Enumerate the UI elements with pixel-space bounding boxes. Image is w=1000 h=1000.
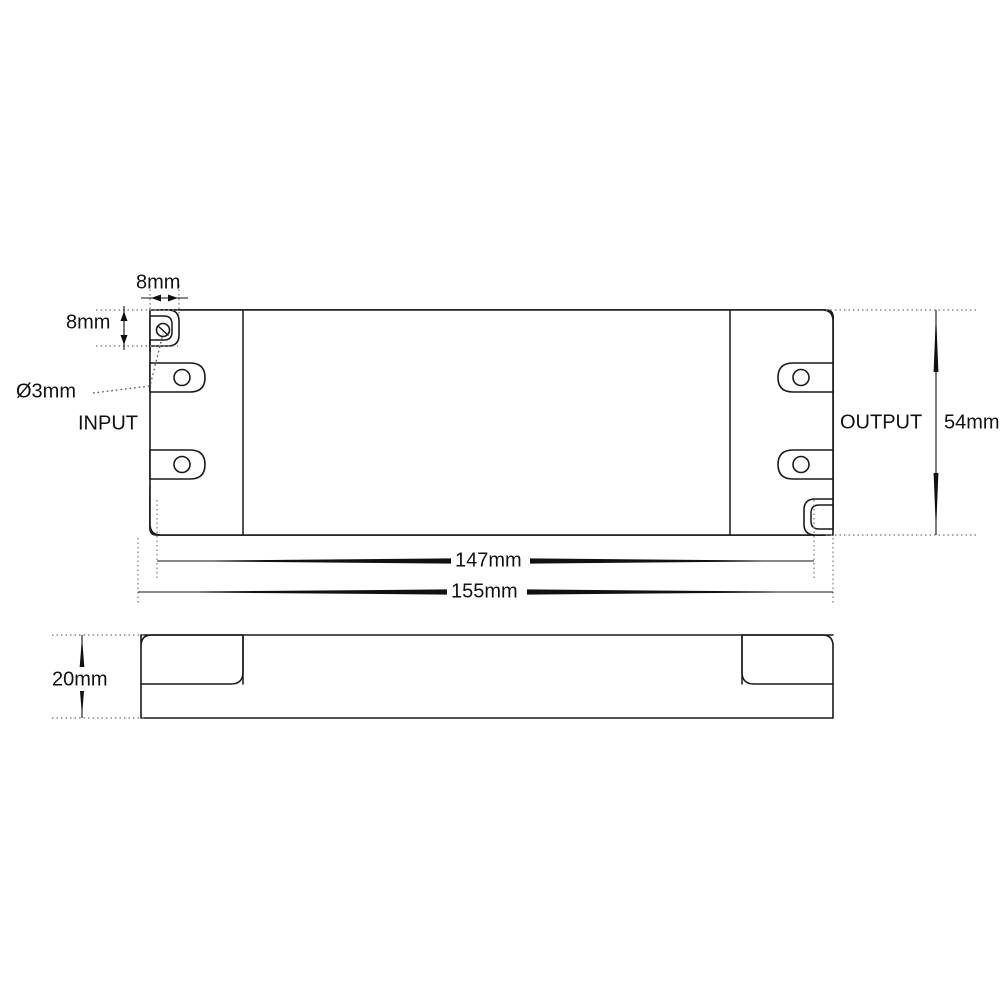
body-length-label: 147mm bbox=[455, 549, 522, 571]
overall-length-label-backdrop bbox=[447, 579, 527, 605]
notch-height-label: 8mm bbox=[66, 311, 110, 333]
bottom-right-notch bbox=[803, 498, 834, 536]
right-mounting-tab-2-hole bbox=[792, 455, 810, 474]
top-left-hole-crosshair bbox=[157, 325, 169, 336]
left-mounting-tab-1-hole bbox=[173, 368, 191, 387]
body-length-taper-right bbox=[530, 558, 814, 564]
body-width-taper-bottom bbox=[933, 473, 939, 533]
dim-body-length: 147mm bbox=[156, 500, 815, 578]
notch-height-arrow-top bbox=[120, 311, 128, 321]
notch-width-label: 8mm bbox=[136, 271, 180, 293]
dim-body-height: 20mm bbox=[47, 634, 146, 719]
overall-length-taper-left bbox=[138, 589, 447, 595]
hole-diameter-leader bbox=[92, 333, 164, 394]
body-width-taper-top bbox=[933, 312, 939, 372]
top-left-notch-slot bbox=[149, 315, 173, 341]
dim-notch-width: 8mm bbox=[136, 271, 188, 315]
right-mounting-tab-1-hole bbox=[792, 368, 810, 387]
body-height-taper-top bbox=[79, 637, 85, 668]
body-length-taper-left bbox=[157, 558, 451, 564]
body-height-taper-bottom bbox=[79, 686, 85, 716]
input-label: INPUT bbox=[78, 412, 138, 434]
dim-notch-height: 8mm bbox=[66, 306, 178, 350]
left-mounting-tab-2-hole bbox=[173, 455, 191, 474]
dim-hole-diameter: Ø3mm bbox=[16, 333, 164, 402]
top-view-group bbox=[149, 309, 834, 536]
overall-length-label: 155mm bbox=[451, 580, 518, 602]
output-label: OUTPUT bbox=[840, 411, 922, 433]
enclosure-side-outline bbox=[140, 634, 834, 719]
body-width-label: 54mm bbox=[944, 411, 1000, 433]
overall-length-taper-right bbox=[527, 589, 833, 595]
notch-height-arrow-bottom bbox=[120, 335, 128, 345]
side-view-group bbox=[140, 634, 834, 719]
hole-diameter-label: Ø3mm bbox=[16, 380, 76, 402]
dim-overall-length: 155mm bbox=[137, 538, 834, 605]
body-height-label-backdrop bbox=[47, 667, 119, 691]
body-height-label: 20mm bbox=[52, 668, 108, 690]
body-length-label-backdrop bbox=[451, 548, 530, 574]
notch-width-arrow-left bbox=[151, 294, 161, 302]
dim-body-width: 54mm bbox=[826, 309, 1000, 536]
bottom-right-notch-slot bbox=[810, 504, 834, 530]
notch-width-arrow-right bbox=[168, 294, 178, 302]
